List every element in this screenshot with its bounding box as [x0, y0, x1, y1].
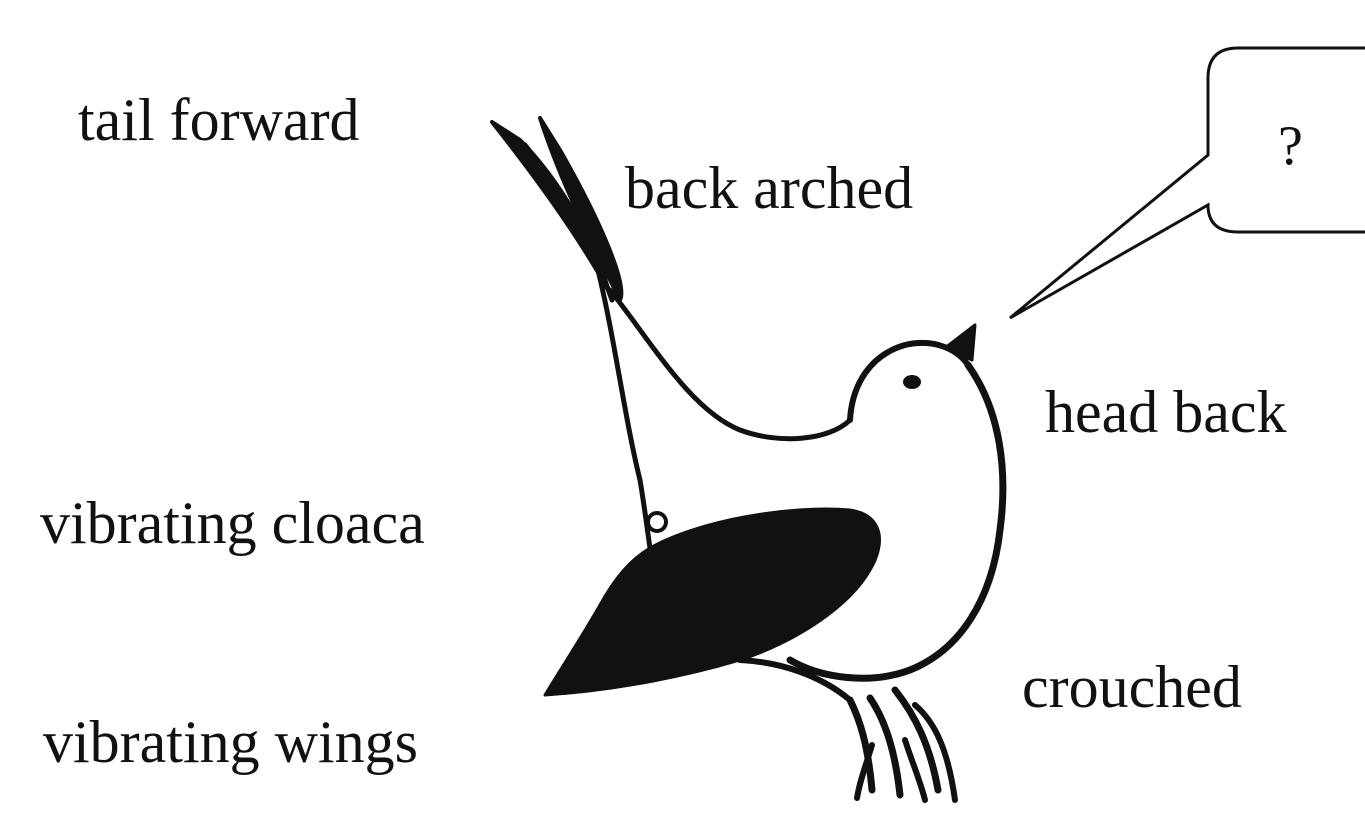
toe-2: [905, 740, 925, 800]
label-back-arched: back arched: [625, 158, 913, 218]
speech-bubble-text: ?: [1278, 118, 1303, 174]
bird-eye: [903, 375, 921, 389]
cloaca-mark: [648, 513, 666, 531]
label-crouched: crouched: [1022, 657, 1242, 717]
beak: [945, 325, 975, 360]
back-line: [610, 290, 850, 439]
speech-bubble: [1010, 48, 1365, 318]
label-head-back: head back: [1045, 382, 1287, 442]
label-tail-forward: tail forward: [78, 90, 360, 150]
label-vibrating-cloaca: vibrating cloaca: [40, 493, 425, 553]
tail-feather-right: [540, 118, 621, 300]
wing: [545, 509, 880, 695]
label-vibrating-wings: vibrating wings: [43, 712, 418, 772]
